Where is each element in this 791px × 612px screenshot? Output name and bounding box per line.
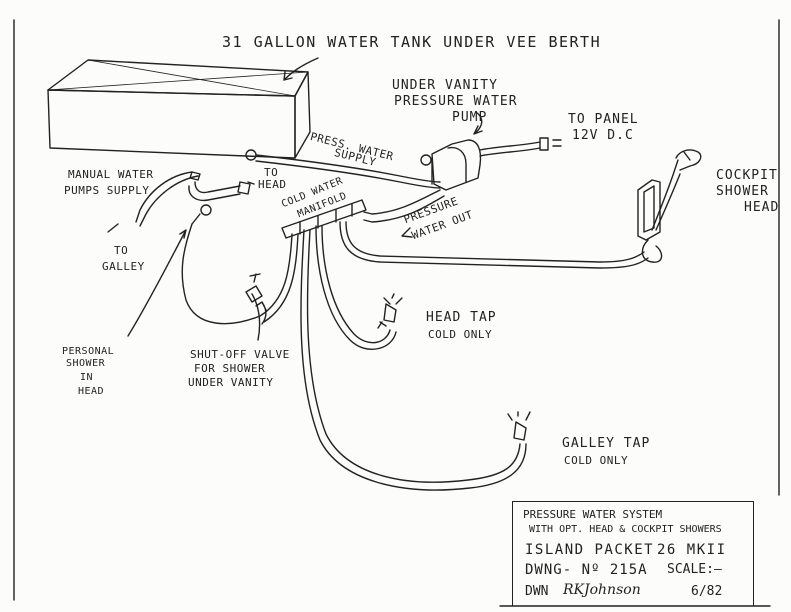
title-block: PRESSURE WATER SYSTEM WITH OPT. HEAD & C… — [512, 501, 754, 606]
pressure-supply-hose — [245, 149, 441, 189]
to-galley-label-2: GALLEY — [102, 260, 145, 273]
pressure-out-hose — [363, 189, 445, 238]
galley-tap-label-2: COLD ONLY — [564, 454, 629, 467]
personal-shower-label-3: IN — [80, 372, 94, 383]
panel-label-1: TO PANEL — [568, 112, 639, 127]
pump-arrow — [473, 111, 483, 135]
to-galley-label-1: TO — [114, 244, 129, 257]
drafter-signature: RKJohnson — [563, 582, 641, 598]
water-tank — [47, 59, 311, 159]
diagram-title: 31 GALLON WATER TANK UNDER VEE BERTH — [222, 33, 602, 51]
cockpit-label-3: HEAD — [744, 200, 780, 215]
shutoff-label-3: UNDER VANITY — [188, 376, 274, 389]
title-arrow — [283, 57, 319, 81]
personal-shower-label-1: PERSONAL — [62, 346, 115, 357]
manual-supply-label-1: MANUAL WATER — [68, 168, 154, 181]
cockpit-label-2: SHOWER — [716, 184, 769, 199]
pressure-pump — [420, 139, 482, 191]
title-block-line-3a: ISLAND PACKET — [525, 542, 655, 558]
to-head-label-1: TO — [264, 166, 279, 179]
galley-tap — [507, 411, 531, 441]
title-block-line-1: PRESSURE WATER SYSTEM — [523, 508, 663, 521]
leader-arrows — [107, 181, 261, 341]
personal-shower-label-2: SHOWER — [66, 358, 106, 369]
head-tap — [377, 293, 403, 329]
page-border — [13, 19, 780, 607]
title-block-line-4a: DWNG- Nº 215A — [525, 562, 648, 578]
pump-label-1: UNDER VANITY — [392, 78, 498, 93]
cold-water-manifold — [281, 199, 367, 239]
title-block-line-3b: 26 MKII — [657, 542, 727, 558]
head-tap-label-2: COLD ONLY — [428, 328, 493, 341]
shutoff-valve — [245, 273, 267, 325]
head-tap-label-1: HEAD TAP — [426, 310, 497, 325]
title-block-line-4b: SCALE:— — [667, 562, 722, 577]
galley-tap-line — [300, 229, 527, 491]
title-block-date: 6/82 — [691, 584, 723, 599]
shutoff-label-1: SHUT-OFF VALVE — [190, 348, 290, 361]
cockpit-shower-assembly — [637, 149, 702, 263]
manual-supply-label-2: PUMPS SUPPLY — [64, 184, 150, 197]
title-block-line-2: WITH OPT. HEAD & COCKPIT SHOWERS — [529, 524, 722, 535]
cockpit-shower-line — [339, 221, 649, 269]
manual-supply-hose — [135, 171, 251, 227]
shutoff-label-2: FOR SHOWER — [194, 362, 266, 375]
to-head-label-2: HEAD — [258, 178, 287, 191]
personal-shower-hose — [181, 204, 299, 325]
galley-tap-label-1: GALLEY TAP — [562, 436, 651, 451]
power-wires — [479, 137, 562, 157]
pump-label-2: PRESSURE WATER — [394, 94, 518, 109]
panel-label-2: 12V D.C — [572, 128, 634, 143]
head-tap-line — [315, 225, 397, 350]
title-block-line-5a: DWN — [525, 584, 549, 599]
personal-shower-label-4: HEAD — [78, 386, 105, 397]
pump-label-3: PUMP — [452, 110, 488, 125]
cockpit-label-1: COCKPIT — [716, 168, 778, 183]
